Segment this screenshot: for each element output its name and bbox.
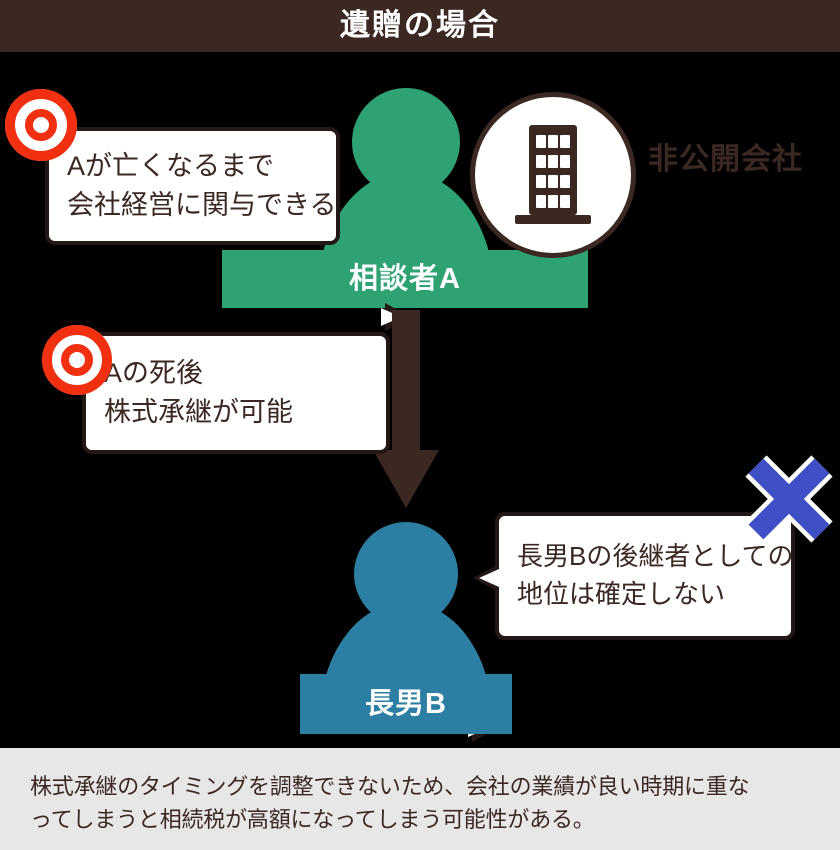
footer-note-line-1: 株式承継のタイミングを調整できないため、会社の業績が良い時期に重な bbox=[30, 774, 750, 799]
callout-a-succession-line-1: Aの死後 bbox=[104, 357, 204, 388]
callout-a-control-line-2: 会社経営に関与できる bbox=[67, 190, 337, 220]
flow-arrow-down bbox=[373, 310, 439, 508]
double-circle-inner-ring bbox=[25, 109, 57, 141]
callout-b-uncertain-line-2: 地位は確定しない bbox=[517, 579, 726, 609]
person-a-label: 相談者A bbox=[349, 262, 461, 295]
person-a-label-bar: 相談者A bbox=[222, 250, 588, 308]
building-icon bbox=[503, 121, 603, 229]
double-circle-outer-ring bbox=[5, 89, 77, 161]
callout-a-control: Aが亡くなるまで 会社経営に関与できる bbox=[45, 127, 411, 331]
callout-b-uncertain-line-1: 長男Bの後継者としての bbox=[517, 541, 794, 572]
person-b-label-bar: 長男B bbox=[300, 674, 512, 734]
callout-b-uncertain-tail-inner bbox=[479, 569, 499, 587]
person-figure-a: 相談者A bbox=[222, 88, 588, 308]
cross-mark-icon bbox=[742, 452, 836, 546]
double-circle-icon bbox=[42, 325, 112, 395]
footer-note-line-2: ってしまうと相続税が高額になってしまう可能性がある。 bbox=[30, 807, 595, 832]
double-circle-icon bbox=[5, 89, 77, 161]
person-figure-b: 長男B bbox=[300, 522, 512, 734]
company-circle bbox=[470, 92, 636, 258]
title-bar: 遺贈の場合 bbox=[0, 0, 840, 52]
callout-a-succession: Aの死後 株式承継が可能 bbox=[82, 332, 498, 742]
company-label: 非公開会社 bbox=[648, 143, 803, 176]
double-circle-inner-ring bbox=[61, 344, 93, 376]
page-title: 遺贈の場合 bbox=[340, 9, 500, 42]
footer-note: 株式承継のタイミングを調整できないため、会社の業績が良い時期に重な ってしまうと… bbox=[0, 748, 840, 850]
double-circle-outer-ring bbox=[42, 325, 112, 395]
callout-a-succession-line-2: 株式承継が可能 bbox=[104, 397, 293, 427]
person-b-label: 長男B bbox=[365, 687, 447, 720]
callout-a-control-line-1: Aが亡くなるまで bbox=[67, 150, 275, 181]
callout-b-uncertain: 長男Bの後継者としての 地位は確定しない bbox=[473, 512, 795, 640]
